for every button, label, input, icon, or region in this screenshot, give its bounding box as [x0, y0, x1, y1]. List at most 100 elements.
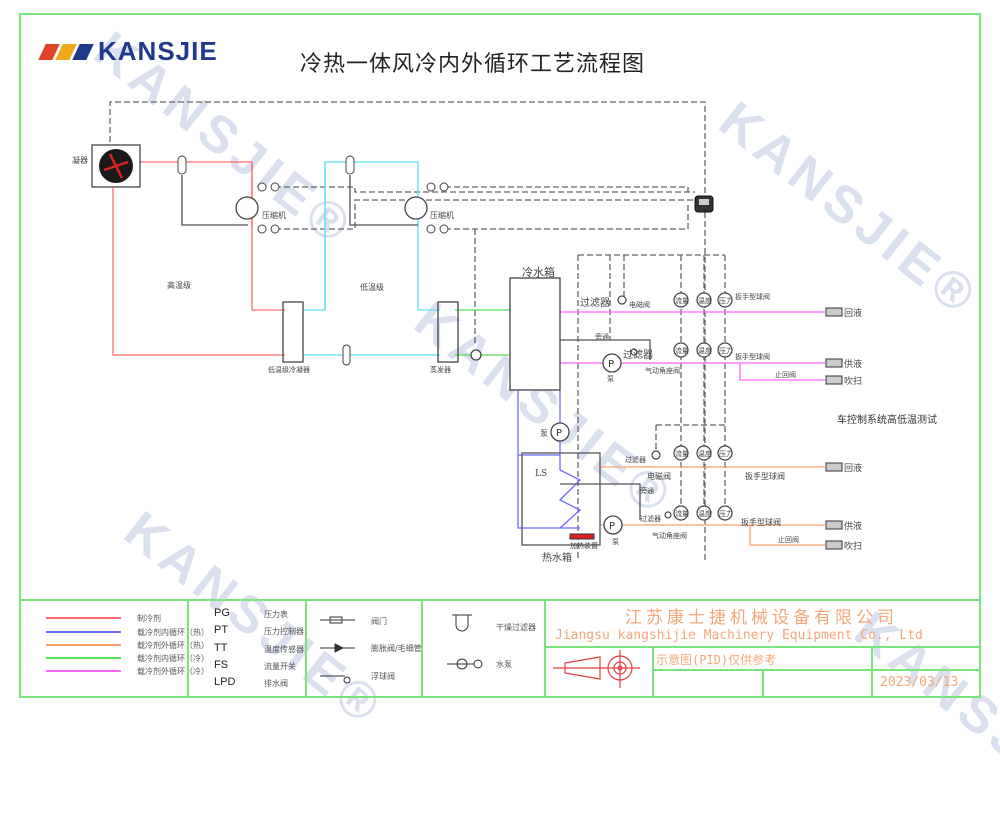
- cold-return-label: 回液: [844, 309, 863, 319]
- page-title: 冷热一体风冷内外循环工艺流程图: [300, 52, 646, 77]
- compressor-low-icon: [404, 196, 428, 220]
- pid-note: 示意图(PID)仅供参考: [656, 653, 777, 667]
- legend-label-refrigerant: 制冷剂: [137, 614, 161, 623]
- svg-text:P: P: [609, 521, 615, 532]
- cascade-condenser-icon: [282, 301, 304, 363]
- hot-filter-bottom-label: 过滤器: [640, 515, 661, 523]
- legend-line-hot-outer: [46, 644, 121, 646]
- symbol-filter-drier-label: 干燥过滤器: [496, 623, 536, 632]
- evaporator-icon: [437, 301, 459, 363]
- receiver-mid-icon: [342, 344, 351, 366]
- low-stage-label: 低温级: [360, 283, 384, 292]
- legend-label-cold-inner: 载冷剂内循环（冷）: [137, 654, 209, 663]
- abbr-pt-desc: 压力控制器: [264, 627, 304, 636]
- cold-inner-loop-lines: [455, 309, 510, 356]
- svg-text:P: P: [556, 428, 562, 439]
- cold-sensor-temp-1: 温度: [698, 297, 712, 305]
- sensor-gauges: [617, 292, 733, 521]
- company-name-cn: 江苏康士捷机械设备有限公司: [625, 608, 898, 628]
- legend-label-hot-inner: 载冷剂内循环（热）: [137, 628, 209, 637]
- receiver-high-icon: [177, 155, 187, 175]
- heater-label: 加热装置: [570, 542, 598, 550]
- legend-symbol-icons: [320, 614, 483, 684]
- symbol-float-valve-label: 浮球阀: [371, 672, 395, 681]
- hot-pneumatic-valve-label: 气动角座阀: [652, 532, 687, 540]
- hot-pump-icon: [603, 515, 623, 535]
- projection-symbol-icon: [553, 650, 640, 688]
- legend-label-hot-outer: 载冷剂外循环（热）: [137, 641, 209, 650]
- cold-sensor-temp-2: 温度: [698, 347, 712, 355]
- heater-icon: [569, 533, 595, 540]
- cold-sensor-flow-2: 流量: [675, 347, 689, 355]
- hot-sensor-flow-1: 流量: [675, 450, 689, 458]
- symbol-expansion-valve-label: 膨胀阀/毛细管: [371, 644, 422, 653]
- hot-sensor-temp-1: 温度: [698, 450, 712, 458]
- hot-inner-loop-lines: [517, 390, 582, 529]
- cascade-condenser-label: 低温级冷凝器: [268, 366, 310, 374]
- abbr-lpd: LPD: [214, 676, 236, 688]
- hot-sensor-pressure-2: 压力: [719, 510, 733, 518]
- cold-sensor-flow-1: 流量: [675, 297, 689, 305]
- level-switch-label: LS: [535, 469, 548, 479]
- cold-bypass-label: 旁通: [595, 333, 609, 341]
- low-temp-refrigerant-lines: [303, 161, 440, 356]
- cold-pump-label: 泵: [607, 375, 614, 383]
- cold-pneumatic-valve-label: 气动角座阀: [645, 367, 680, 375]
- drawing-frame: [19, 13, 981, 698]
- cold-ball-valve-label-1: 扳手型球阀: [735, 293, 770, 301]
- pressure-gauges-icon: [257, 182, 449, 234]
- hot-return-label: 回液: [844, 464, 863, 474]
- company-name-en: Jiangsu kangshijie Machinery Equipment C…: [555, 628, 923, 643]
- cold-filter-top-label: 过滤器: [580, 298, 610, 309]
- cold-filter-bottom-label: 过滤器: [623, 350, 653, 361]
- legend-line-refrigerant: [46, 617, 121, 619]
- symbol-valve-label: 阀门: [371, 617, 387, 626]
- process-diagram: P P P: [19, 101, 981, 698]
- logo-text: KANSJIE: [98, 36, 218, 66]
- hot-bypass-label: 旁通: [640, 487, 654, 495]
- hot-pump-label: 泵: [612, 538, 619, 546]
- hot-check-valve-label: 止回阀: [778, 536, 799, 544]
- hot-tank-label: 热水箱: [542, 553, 572, 564]
- cold-pump-icon: [602, 353, 622, 373]
- cold-supply-label: 供液: [844, 360, 863, 370]
- hot-solenoid-label: 电磁阀: [647, 472, 671, 481]
- high-stage-label: 高温级: [167, 281, 191, 290]
- abbr-pg-desc: 压力表: [264, 610, 288, 619]
- abbr-fs-desc: 流量开关: [264, 662, 296, 671]
- hot-ball-valve-label-1: 扳手型球阀: [745, 472, 785, 481]
- cold-purge-label: 吹扫: [844, 377, 863, 387]
- compressor-high-label: 压缩机: [262, 211, 286, 220]
- abbr-tt-desc: 温度传感器: [264, 645, 304, 654]
- cold-ball-valve-label-2: 扳手型球阀: [735, 353, 770, 361]
- hot-sensor-temp-2: 温度: [698, 510, 712, 518]
- connector-ports: [825, 307, 843, 550]
- drawing-date: 2023/03/13: [880, 675, 959, 690]
- cold-sensor-pressure-2: 压力: [719, 347, 733, 355]
- abbr-pg: PG: [214, 607, 230, 619]
- abbr-fs: FS: [214, 659, 229, 671]
- hot-filter-top-label: 过滤器: [625, 456, 646, 464]
- receiver-low-icon: [345, 155, 355, 175]
- hot-purge-label: 吹扫: [844, 542, 863, 552]
- legend-grid: [19, 599, 981, 698]
- cold-water-tank: [509, 277, 561, 391]
- legend-line-cold-inner: [46, 657, 121, 659]
- side-note: 车控制系统高低温测试: [837, 415, 937, 426]
- high-temp-refrigerant-lines: [112, 161, 285, 356]
- abbr-tt: TT: [214, 642, 228, 654]
- cold-solenoid-label: 电磁阀: [629, 301, 650, 309]
- hot-circ-pump-icon: [550, 422, 570, 442]
- hot-outer-loop-lines: [600, 466, 825, 546]
- condenser-label: 凝器: [72, 156, 88, 165]
- abbr-lpd-desc: 排水阀: [264, 679, 288, 688]
- legend-table: 制冷剂 载冷剂内循环（热） 载冷剂外循环（热） 载冷剂内循环（冷） 载冷剂外循环…: [19, 600, 981, 698]
- legend-label-cold-outer: 载冷剂外循环（冷）: [137, 667, 209, 676]
- hot-circ-pump-label: 泵: [540, 429, 548, 438]
- hot-supply-label: 供液: [844, 522, 863, 532]
- symbol-pump-label: 水泵: [496, 660, 512, 669]
- flow-switch-icon: [470, 349, 482, 361]
- evaporator-label: 蒸发器: [430, 366, 451, 374]
- hot-sensor-flow-2: 流量: [675, 510, 689, 518]
- cold-sensor-pressure-1: 压力: [719, 297, 733, 305]
